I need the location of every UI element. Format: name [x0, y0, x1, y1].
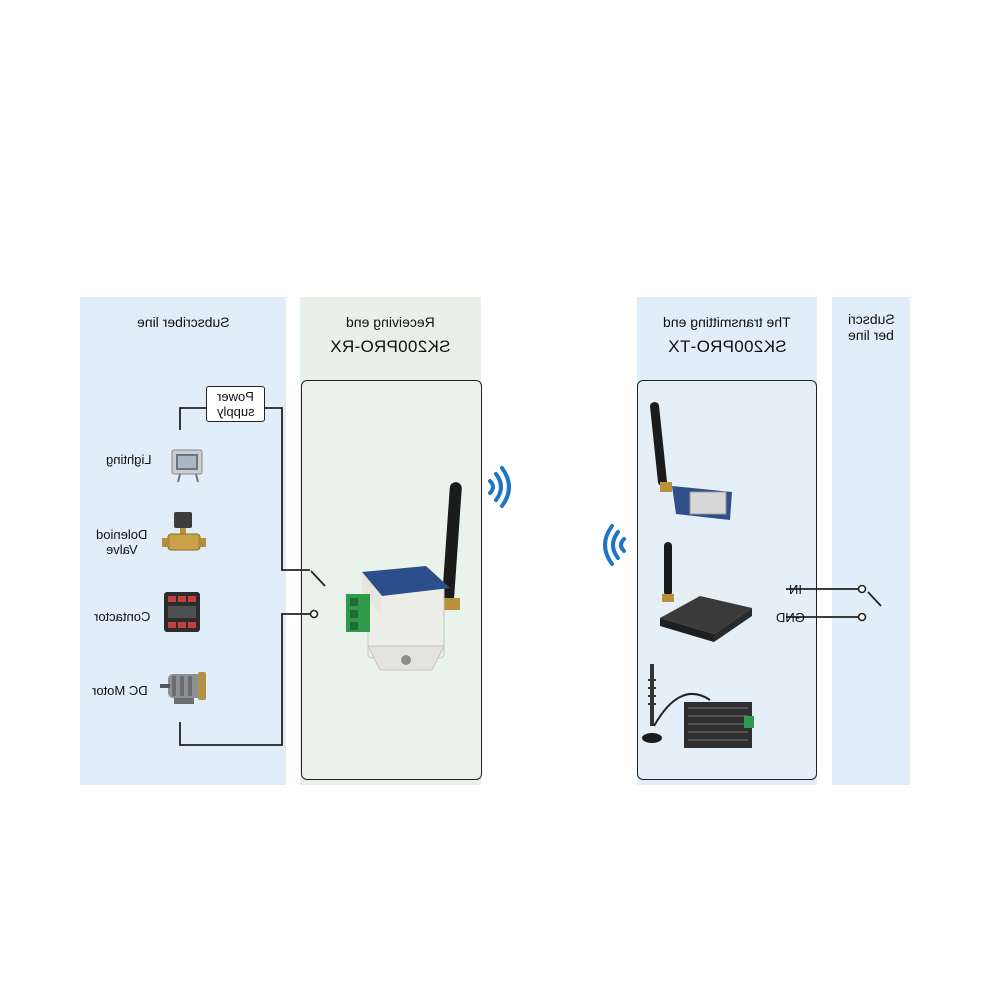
contactor-label: Contactor: [93, 609, 151, 624]
in-pin-label: IN: [788, 582, 802, 597]
dc-motor-icon: [160, 672, 206, 704]
receiving-end-title: Receiving end: [346, 314, 435, 330]
subscriber-line-right-panel: [832, 297, 910, 785]
gnd-pin-label: GND: [775, 610, 805, 625]
wifi-signal-icon: [488, 466, 511, 508]
transmitter-module-box-image: [660, 542, 752, 642]
solenoid-valve-icon: [162, 512, 206, 551]
subscriber-line-left-title: Subscriber line: [136, 314, 230, 330]
transmitting-end-title: The transmitting end: [663, 314, 791, 330]
receiving-end-model: SK200PRO-RX: [330, 337, 451, 356]
subscriber-line-right-title: Subscri ber line: [847, 311, 895, 343]
lighting-label: Lighting: [106, 452, 152, 467]
transmitter-module-heatsink-image: [642, 664, 754, 748]
transmitting-end-model: SK200PRO-TX: [667, 337, 787, 356]
antenna-icon: [442, 482, 462, 610]
receiver-device-image: [346, 482, 462, 671]
power-supply-box: Power supply: [206, 386, 265, 422]
light-fixture-icon: [171, 449, 203, 483]
wifi-signal-icon: [603, 524, 626, 566]
transmitter-module-pcb-image: [650, 402, 732, 520]
dc-motor-label: DC Motor: [92, 683, 148, 698]
contactor-icon: [164, 592, 200, 632]
valve-label: Doleniod Valve: [96, 527, 148, 557]
